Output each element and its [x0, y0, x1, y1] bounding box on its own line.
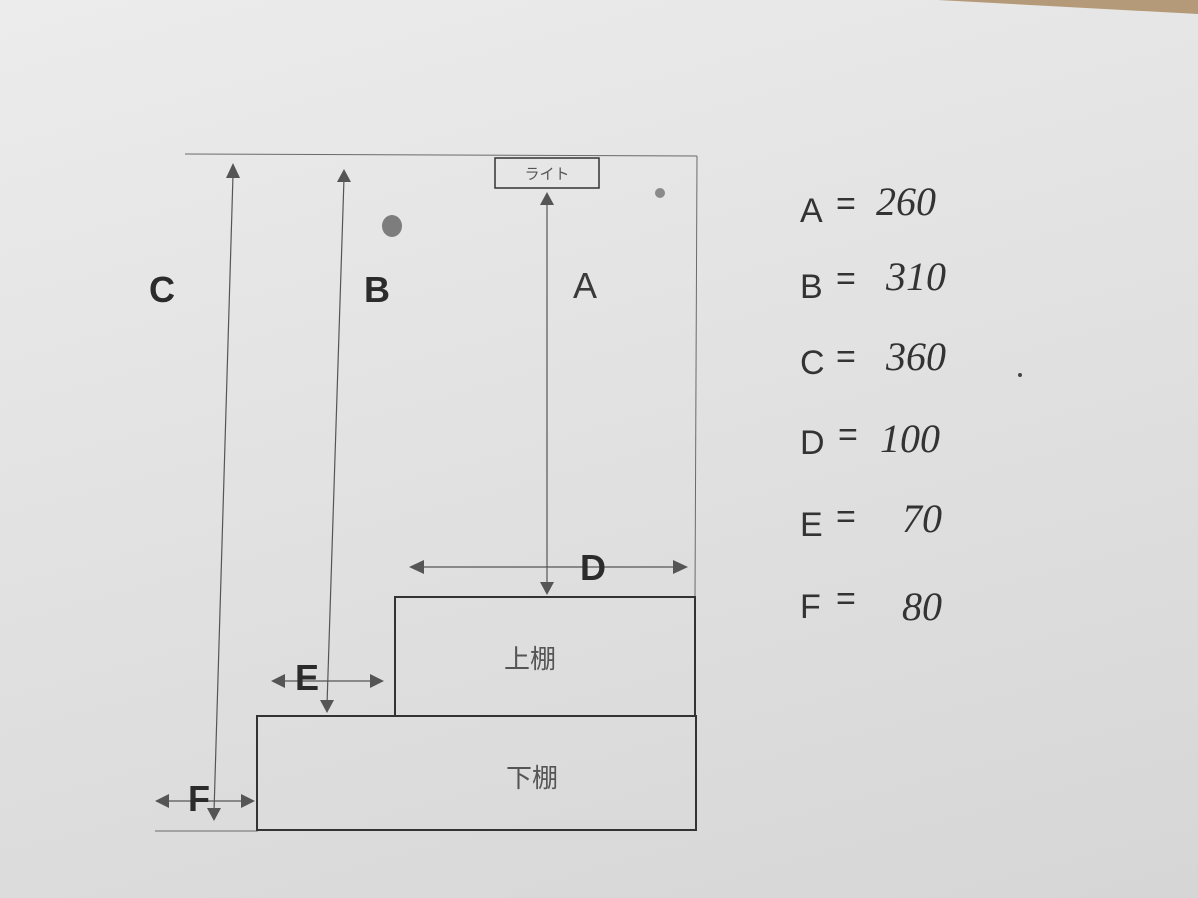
value-row-b: B = 310: [800, 254, 946, 306]
dimension-b-label: B: [364, 269, 390, 310]
value-c: 360: [885, 334, 946, 379]
dimension-c-label: C: [149, 269, 175, 310]
lower-shelf-label: 下棚: [506, 764, 558, 794]
dimension-e-arrow-left: [271, 674, 285, 688]
value-b: 310: [885, 254, 946, 299]
equals-sign: =: [836, 185, 856, 223]
dimension-d-arrow-left: [409, 560, 424, 574]
dimension-f-arrow-left: [155, 794, 169, 808]
dimension-c-line: [213, 174, 234, 813]
value-key-d: D: [800, 424, 825, 462]
dimension-b-arrow-top: [337, 169, 351, 182]
dimension-d-arrow-right: [673, 560, 688, 574]
paper-speck: [655, 188, 665, 198]
dimension-a-label: A: [573, 265, 597, 306]
dimension-f-arrow-right: [241, 794, 255, 808]
dimension-a-arrow-top: [540, 192, 554, 205]
value-row-f: F = 80: [800, 580, 942, 629]
upper-shelf-label: 上棚: [504, 645, 556, 675]
dimension-c-arrow-top: [226, 163, 240, 178]
value-row-e: E = 70: [800, 496, 942, 544]
value-row-d: D = 100: [800, 416, 940, 462]
equals-sign: =: [836, 498, 856, 536]
dimension-f-label: F: [188, 778, 210, 819]
lower-shelf: [256, 715, 697, 831]
right-line: [694, 155, 698, 599]
value-key-e: E: [800, 506, 823, 544]
value-key-a: A: [800, 192, 823, 230]
value-row-a: A = 260: [800, 179, 936, 230]
value-key-c: C: [800, 344, 825, 382]
dimension-a-arrow-bottom: [540, 582, 554, 595]
top-line: [184, 153, 698, 157]
dimension-b-arrow-bottom: [320, 700, 334, 713]
value-f: 80: [902, 584, 942, 629]
dimension-e-arrow-right: [370, 674, 384, 688]
pen-dot: [1018, 373, 1022, 377]
equals-sign: =: [836, 260, 856, 298]
value-d: 100: [880, 416, 940, 461]
table-corner: [938, 0, 1198, 14]
equals-sign: =: [836, 580, 856, 618]
equals-sign: =: [836, 338, 856, 376]
value-key-f: F: [800, 588, 821, 626]
equals-sign: =: [838, 416, 858, 454]
dimension-d-label: D: [580, 547, 606, 588]
paper-speck: [382, 215, 402, 237]
value-a: 260: [876, 179, 936, 224]
dimension-b-line: [326, 177, 345, 706]
light-box: [494, 157, 600, 189]
value-row-c: C = 360: [800, 334, 946, 382]
dimension-e-label: E: [295, 657, 319, 698]
value-key-b: B: [800, 268, 823, 306]
dimension-c-arrow-bottom: [207, 808, 221, 821]
light-label: ライト: [524, 165, 569, 183]
value-e: 70: [902, 496, 942, 541]
